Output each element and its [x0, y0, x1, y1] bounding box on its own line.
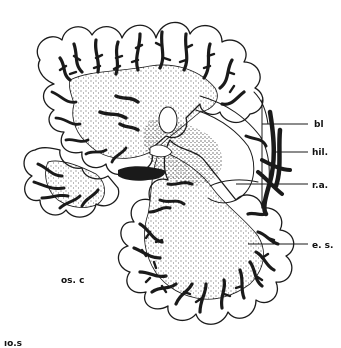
label-ra: r.a.	[312, 181, 328, 191]
label-es: e. s.	[312, 241, 333, 251]
label-osc: os. c	[61, 276, 84, 286]
label-bl: bl	[314, 120, 324, 130]
label-bottom-partial: ıo.s	[4, 339, 22, 348]
label-hil: hil.	[312, 148, 328, 158]
